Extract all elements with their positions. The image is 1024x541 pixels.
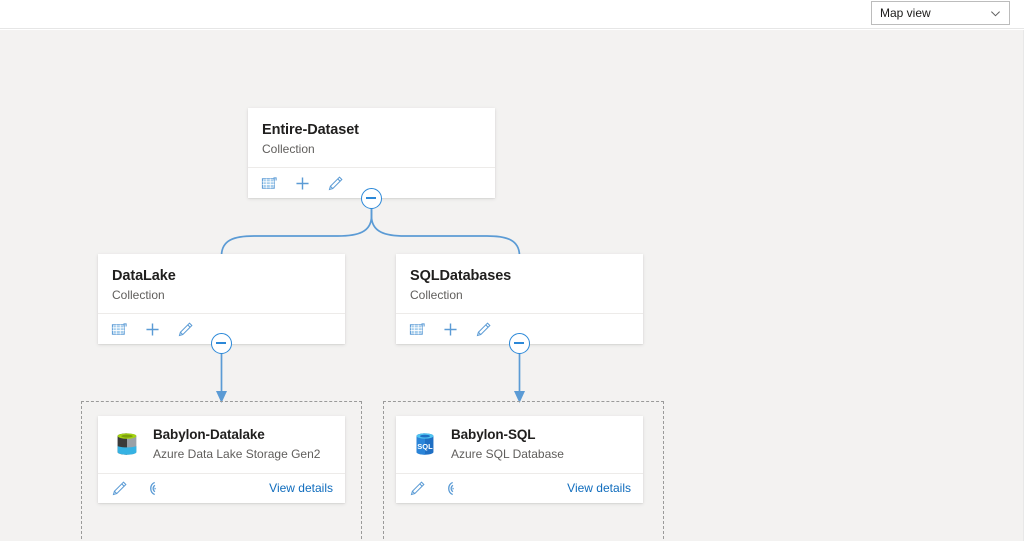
scan-icon[interactable] bbox=[143, 479, 162, 498]
azure-sql-database-icon: SQL bbox=[416, 433, 434, 456]
asset-card-babylon-datalake[interactable]: Babylon-Datalake Azure Data Lake Storage… bbox=[98, 416, 345, 503]
collection-subtitle: Collection bbox=[262, 142, 315, 157]
collection-card-sqldatabases[interactable]: SQLDatabases Collection bbox=[396, 254, 643, 345]
collection-card-datalake[interactable]: DataLake Collection bbox=[98, 254, 345, 345]
collection-subtitle: Collection bbox=[410, 288, 463, 303]
svg-text:SQL: SQL bbox=[417, 442, 433, 451]
add-icon[interactable] bbox=[293, 174, 312, 193]
collection-title: DataLake bbox=[112, 268, 176, 284]
map-view-dropdown-value: Map view bbox=[880, 6, 931, 20]
lineage-map-canvas[interactable]: Entire-Dataset Collection bbox=[0, 30, 1024, 541]
add-icon[interactable] bbox=[441, 320, 460, 339]
collection-action-bar bbox=[396, 313, 643, 344]
map-view-dropdown[interactable]: Map view bbox=[871, 1, 1010, 25]
collection-action-bar bbox=[98, 313, 345, 344]
edit-icon[interactable] bbox=[326, 174, 345, 193]
edit-icon[interactable] bbox=[408, 479, 427, 498]
top-bar: Map view bbox=[0, 0, 1024, 29]
edit-icon[interactable] bbox=[176, 320, 195, 339]
collection-subtitle: Collection bbox=[112, 288, 165, 303]
view-assets-icon[interactable] bbox=[408, 320, 427, 339]
asset-title: Babylon-SQL bbox=[451, 427, 536, 442]
asset-card-text: Babylon-SQL Azure SQL Database bbox=[451, 427, 564, 462]
collapse-toggle-entire-dataset[interactable] bbox=[361, 188, 382, 209]
asset-group-sqldatabases bbox=[383, 401, 664, 541]
collapse-toggle-sqldatabases[interactable] bbox=[509, 333, 530, 354]
asset-card-babylon-sql[interactable]: SQL Babylon-SQL Azure SQL Database bbox=[396, 416, 643, 503]
collection-card-header: SQLDatabases Collection bbox=[396, 254, 643, 313]
view-assets-icon[interactable] bbox=[110, 320, 129, 339]
asset-action-bar: View details bbox=[98, 472, 345, 503]
collection-card-header: Entire-Dataset Collection bbox=[248, 108, 495, 167]
collection-card-header: DataLake Collection bbox=[98, 254, 345, 313]
collection-action-bar bbox=[248, 167, 495, 198]
collection-card-entire-dataset[interactable]: Entire-Dataset Collection bbox=[248, 108, 495, 199]
asset-subtitle: Azure Data Lake Storage Gen2 bbox=[153, 446, 321, 461]
asset-subtitle: Azure SQL Database bbox=[451, 446, 564, 461]
collection-title: Entire-Dataset bbox=[262, 122, 359, 138]
asset-action-bar: View details bbox=[396, 472, 643, 503]
edit-icon[interactable] bbox=[474, 320, 493, 339]
view-assets-icon[interactable] bbox=[260, 174, 279, 193]
chevron-down-icon bbox=[991, 10, 1000, 16]
asset-card-text: Babylon-Datalake Azure Data Lake Storage… bbox=[153, 427, 320, 462]
collapse-toggle-datalake[interactable] bbox=[211, 333, 232, 354]
edit-icon[interactable] bbox=[110, 479, 129, 498]
add-icon[interactable] bbox=[143, 320, 162, 339]
asset-card-header: Babylon-Datalake Azure Data Lake Storage… bbox=[98, 416, 345, 473]
view-details-link[interactable]: View details bbox=[567, 481, 631, 496]
scan-icon[interactable] bbox=[441, 479, 460, 498]
asset-title: Babylon-Datalake bbox=[153, 427, 265, 442]
collection-title: SQLDatabases bbox=[410, 268, 512, 284]
asset-group-datalake bbox=[81, 401, 362, 541]
asset-card-header: SQL Babylon-SQL Azure SQL Database bbox=[396, 416, 643, 473]
azure-data-lake-storage-icon bbox=[117, 433, 137, 456]
view-details-link[interactable]: View details bbox=[269, 481, 333, 496]
